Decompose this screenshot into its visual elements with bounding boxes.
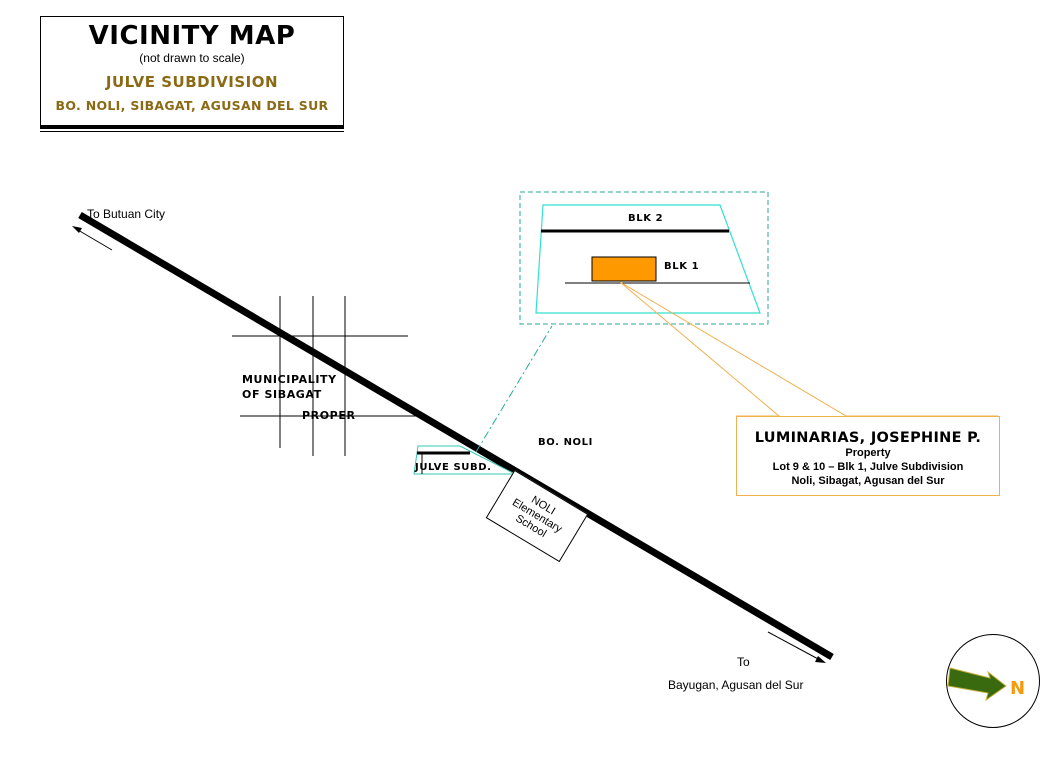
inset-subdivision-outline [535,204,761,314]
subject-lot [591,256,657,282]
block2-label: BLK 2 [628,213,664,224]
map-subtitle: (not drawn to scale) [139,51,245,65]
north-label: N [1010,678,1026,699]
to-butuan-label: To Butuan City [87,207,166,221]
municipality-label-line3: PROPER [302,409,356,422]
municipality-label-line1: MUNICIPALITY [242,373,337,386]
subdivision-label: JULVE SUBD. [415,462,492,473]
title-block: VICINITY MAP (not drawn to scale) JULVE … [40,16,344,126]
inset-leader-line [475,325,553,453]
highway-road [78,211,834,661]
owner-lot-description: Lot 9 & 10 – Blk 1, Julve Subdivision [772,461,964,473]
town-street-grid [232,296,418,456]
title-underline-thin [40,131,344,132]
block1-label: BLK 1 [664,261,700,272]
to-bayugan-label-line2: Bayugan, Agusan del Sur [668,678,804,692]
owner-name: LUMINARIAS, JOSEPHINE P. [754,430,982,446]
location-title: BO. NOLI, SIBAGAT, AGUSAN DEL SUR [55,98,329,113]
municipality-label-line2: OF SIBAGAT [242,388,322,401]
title-underline-thick [40,126,344,129]
map-title: VICINITY MAP [88,21,296,51]
direction-arrow-south-icon [767,631,826,663]
north-compass [946,634,1040,728]
subdivision-title: JULVE SUBDIVISION [105,73,279,91]
direction-arrow-north-icon [72,226,113,251]
to-bayugan-label-line1: To [737,655,750,669]
owner-address: Noli, Sibagat, Agusan del Sur [791,475,945,487]
barangay-label: BO. NOLI [538,437,593,448]
owner-callout: LUMINARIAS, JOSEPHINE P. Property Lot 9 … [736,416,1000,496]
owner-property-label: Property [845,447,891,459]
